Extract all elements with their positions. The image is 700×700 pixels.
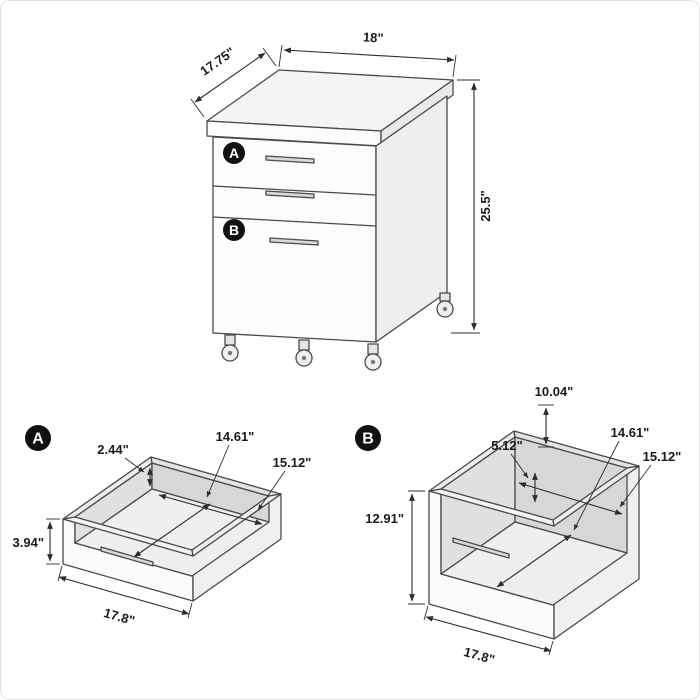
caster-front-right [364,343,382,371]
drawer-b-front-height-label: 12.91" [365,511,404,526]
drawer-a-marker-letter: A [32,431,44,448]
drawer-1-handle [265,155,315,164]
cabinet-width-dimension: 18" [278,29,457,78]
cabinet-marker-a-letter: A [229,145,239,161]
cabinet-marker-b-letter: B [229,222,239,238]
caster-front-left [221,334,239,362]
drawer-b-marker-letter: B [362,431,374,448]
cabinet-height-label: 25.5" [478,190,493,221]
drawer-b-back-height-dimension: 10.04" [535,384,574,448]
drawer-b-front-height-dimension: 12.91" [365,490,425,605]
drawer-b-inner-height-label: 5.12" [491,438,522,453]
drawer-a-front-height-dimension: 3.94" [13,518,60,565]
drawer-divider-2 [212,216,377,227]
drawer-3-handle [269,237,319,246]
cabinet-width-label: 18" [363,29,384,45]
cabinet-drawing: A B 18" 17.75" 25.5" [190,29,493,371]
drawer-a-marker: A [25,425,51,451]
drawer-b-depth-label: 14.61" [611,425,650,440]
drawer-a-inner-width-dimension: 15.12" [158,455,312,525]
drawer-a-drawing: A 3.94" 17.8" [13,425,312,628]
drawer-b-inner-width-dimension: 15.12" [518,449,682,515]
drawer-b-marker: B [355,425,381,451]
drawer-b-inner-width-label: 15.12" [643,449,682,464]
drawer-a-inner-height-label: 2.44" [97,442,128,457]
cabinet-marker-a: A [223,142,245,164]
drawer-2-handle [265,190,315,199]
drawer-a-inner-width-label: 15.12" [273,455,312,470]
drawer-b-width-label: 17.8" [462,644,496,667]
drawer-b-back-height-label: 10.04" [535,384,574,399]
drawer-divider-1 [212,185,377,196]
cabinet-depth-label: 17.75" [197,44,237,78]
cabinet-height-dimension: 25.5" [451,79,493,334]
drawer-a-inner-height-dimension: 2.44" [97,442,153,487]
drawer-a-width-label: 17.8" [102,605,136,628]
caster-back-right [436,292,454,318]
cabinet-marker-b: B [223,219,245,241]
drawer-a-front-height-label: 3.94" [13,535,44,550]
cabinet-side-face [375,95,448,343]
drawer-b-drawing: B 10.04" 5.12" [355,384,681,667]
drawer-a-depth-label: 14.61" [216,429,255,444]
caster-back-left [295,339,313,367]
